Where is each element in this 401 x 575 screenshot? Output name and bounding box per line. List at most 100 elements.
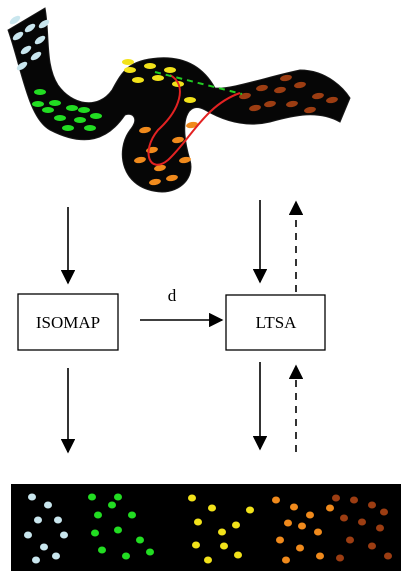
manifold-data-point xyxy=(30,51,42,61)
manifold-data-point xyxy=(164,67,176,73)
manifold-data-point xyxy=(12,31,24,41)
manifold-data-point xyxy=(149,178,161,186)
manifold-data-point xyxy=(139,126,151,134)
embedding-data-point xyxy=(98,546,106,554)
manifold-ribbon-figure xyxy=(7,7,351,193)
embedding-data-point xyxy=(208,504,216,512)
manifold-data-point xyxy=(20,45,32,55)
manifold-data-point xyxy=(312,92,324,100)
embedding-data-point xyxy=(136,536,144,544)
embedding-data-point xyxy=(108,501,116,509)
embedding-data-point xyxy=(204,556,212,564)
embedding-data-point xyxy=(24,531,32,539)
manifold-data-point xyxy=(286,100,298,108)
manifold-data-point xyxy=(172,136,184,144)
manifold-data-point xyxy=(49,100,61,106)
manifold-data-point xyxy=(34,89,46,95)
embedding-data-point xyxy=(44,501,52,509)
embedding-data-point xyxy=(88,493,96,501)
embedding-data-point xyxy=(246,506,254,514)
embedding-data-point xyxy=(146,548,154,556)
manifold-data-point xyxy=(304,106,316,114)
embedding-data-point xyxy=(192,541,200,549)
manifold-data-point xyxy=(239,92,251,100)
manifold-data-point xyxy=(16,61,28,71)
manifold-data-point xyxy=(184,97,196,103)
manifold-data-point xyxy=(152,75,164,81)
manifold-data-point xyxy=(124,67,136,73)
embedding-data-point xyxy=(122,552,130,560)
manifold-data-point xyxy=(186,121,198,129)
ltsa-box xyxy=(225,294,326,351)
manifold-data-point xyxy=(74,117,86,123)
manifold-data-point xyxy=(132,77,144,83)
embedding-data-point xyxy=(282,556,290,564)
ltsa-label: LTSA xyxy=(256,313,298,332)
manifold-data-point xyxy=(32,101,44,107)
embedding-data-point xyxy=(358,518,366,526)
manifold-data-point xyxy=(280,74,292,82)
embedding-data-point xyxy=(194,518,202,526)
embedding-data-point xyxy=(94,511,102,519)
embedding-data-point xyxy=(336,554,344,562)
embedding-data-points xyxy=(24,493,392,564)
manifold-data-point xyxy=(9,15,21,25)
manifold-data-point xyxy=(24,23,36,33)
embedding-data-point xyxy=(384,552,392,560)
embedding-figure xyxy=(11,484,401,571)
manifold-data-point xyxy=(122,59,134,65)
euclidean-shortcut-line xyxy=(154,71,243,95)
manifold-data-point xyxy=(42,107,54,113)
embedding-data-point xyxy=(296,544,304,552)
embedding-data-point xyxy=(272,496,280,504)
embedding-data-point xyxy=(220,542,228,550)
manifold-data-points xyxy=(9,15,338,186)
manifold-data-point xyxy=(66,105,78,111)
manifold-data-point xyxy=(78,107,90,113)
embedding-data-point xyxy=(114,526,122,534)
manifold-data-point xyxy=(294,81,306,89)
manifold-data-point xyxy=(179,156,191,164)
embedding-data-point xyxy=(376,524,384,532)
manifold-data-point xyxy=(84,125,96,131)
embedding-data-point xyxy=(32,556,40,564)
isomap-label: ISOMAP xyxy=(36,313,100,332)
embedding-data-point xyxy=(332,494,340,502)
embedding-data-point xyxy=(234,551,242,559)
embedding-data-point xyxy=(52,552,60,560)
embedding-data-point xyxy=(284,519,292,527)
embedding-data-point xyxy=(40,543,48,551)
manifold-data-point xyxy=(90,113,102,119)
embedding-data-point xyxy=(380,508,388,516)
embedding-data-point xyxy=(232,521,240,529)
manifold-data-point xyxy=(256,84,268,92)
manifold-data-point xyxy=(154,164,166,172)
embedding-data-point xyxy=(350,496,358,504)
embedding-data-point xyxy=(91,529,99,537)
manifold-data-point xyxy=(249,104,261,112)
embedding-data-point xyxy=(188,494,196,502)
embedding-data-point xyxy=(60,531,68,539)
embedding-data-point xyxy=(346,536,354,544)
manifold-data-point xyxy=(34,35,46,45)
embedding-data-point xyxy=(306,511,314,519)
edge-label-d: d xyxy=(168,286,177,305)
embedding-data-point xyxy=(290,503,298,511)
embedding-data-point xyxy=(28,493,36,501)
manifold-data-point xyxy=(326,96,338,104)
manifold-data-point xyxy=(144,63,156,69)
embedding-data-point xyxy=(368,542,376,550)
embedding-data-point xyxy=(340,514,348,522)
embedding-data-point xyxy=(128,511,136,519)
manifold-data-point xyxy=(274,86,286,94)
embedding-data-point xyxy=(34,516,42,524)
embedding-data-point xyxy=(114,493,122,501)
geodesic-path-line xyxy=(147,74,241,166)
isomap-box xyxy=(17,293,119,351)
embedding-data-point xyxy=(54,516,62,524)
embedding-data-point xyxy=(314,528,322,536)
manifold-data-point xyxy=(62,125,74,131)
embedding-data-point xyxy=(218,528,226,536)
